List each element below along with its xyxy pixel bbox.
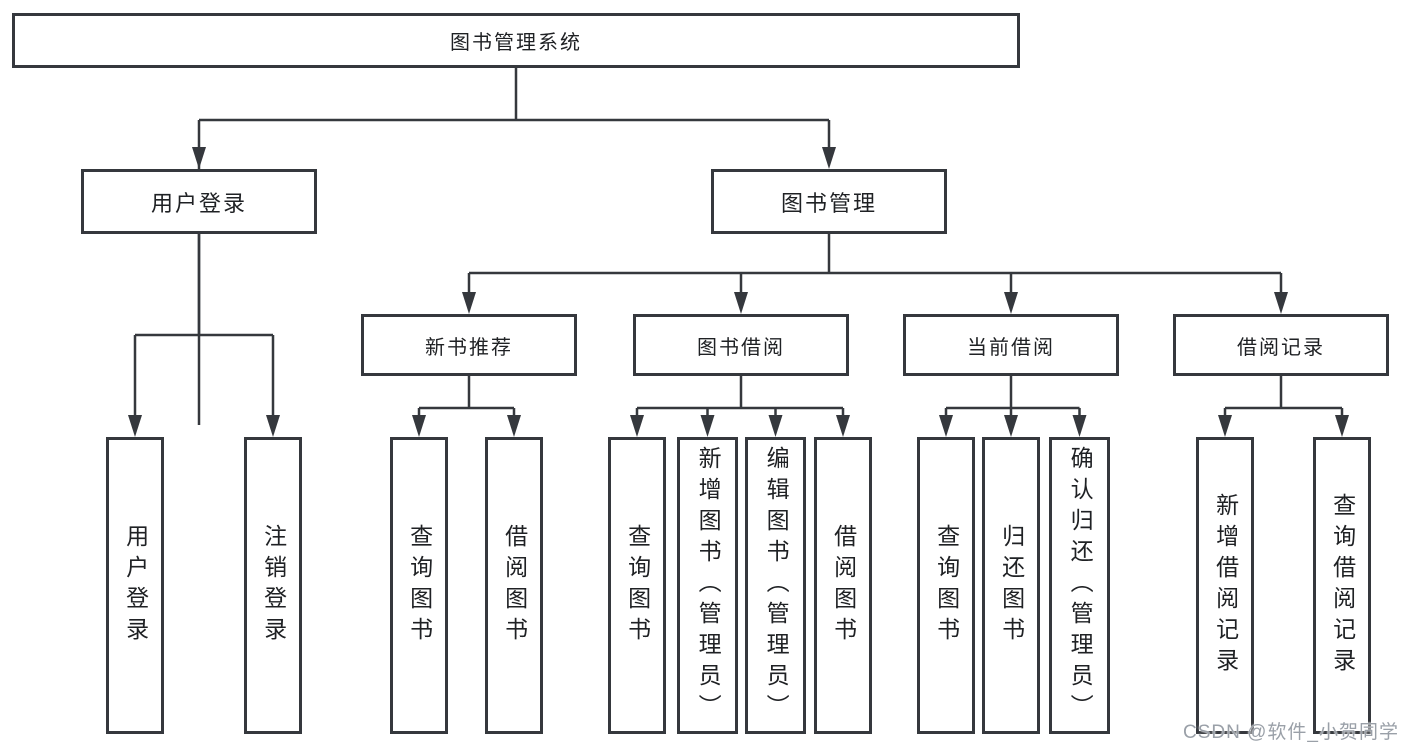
leaf-logout: 注销登录 (244, 437, 302, 734)
leaf-query-books-borrowing: 查询图书 (608, 437, 666, 734)
leaf-query-borrow-record: 查询借阅记录 (1313, 437, 1371, 734)
leaf-confirm-return-admin: 确认归还（管理员） (1049, 437, 1110, 734)
leaf-query-books-current: 查询图书 (917, 437, 975, 734)
node-library-system: 图书管理系统 (12, 13, 1020, 68)
node-current-borrowing: 当前借阅 (903, 314, 1119, 376)
node-book-management: 图书管理 (711, 169, 947, 234)
csdn-watermark: CSDN @软件_小贺同学 (1183, 722, 1399, 743)
leaf-user-login: 用户登录 (106, 437, 164, 734)
node-user-login: 用户登录 (81, 169, 317, 234)
node-book-borrowing: 图书借阅 (633, 314, 849, 376)
leaf-add-books-admin: 新增图书（管理员） (677, 437, 738, 734)
node-borrowing-records: 借阅记录 (1173, 314, 1389, 376)
leaf-return-books: 归还图书 (982, 437, 1040, 734)
leaf-edit-books-admin: 编辑图书（管理员） (745, 437, 806, 734)
leaf-borrow-books: 借阅图书 (814, 437, 872, 734)
leaf-query-books-recommend: 查询图书 (390, 437, 448, 734)
leaf-borrow-books-recommend: 借阅图书 (485, 437, 543, 734)
node-new-book-recommend: 新书推荐 (361, 314, 577, 376)
leaf-add-borrow-record: 新增借阅记录 (1196, 437, 1254, 734)
